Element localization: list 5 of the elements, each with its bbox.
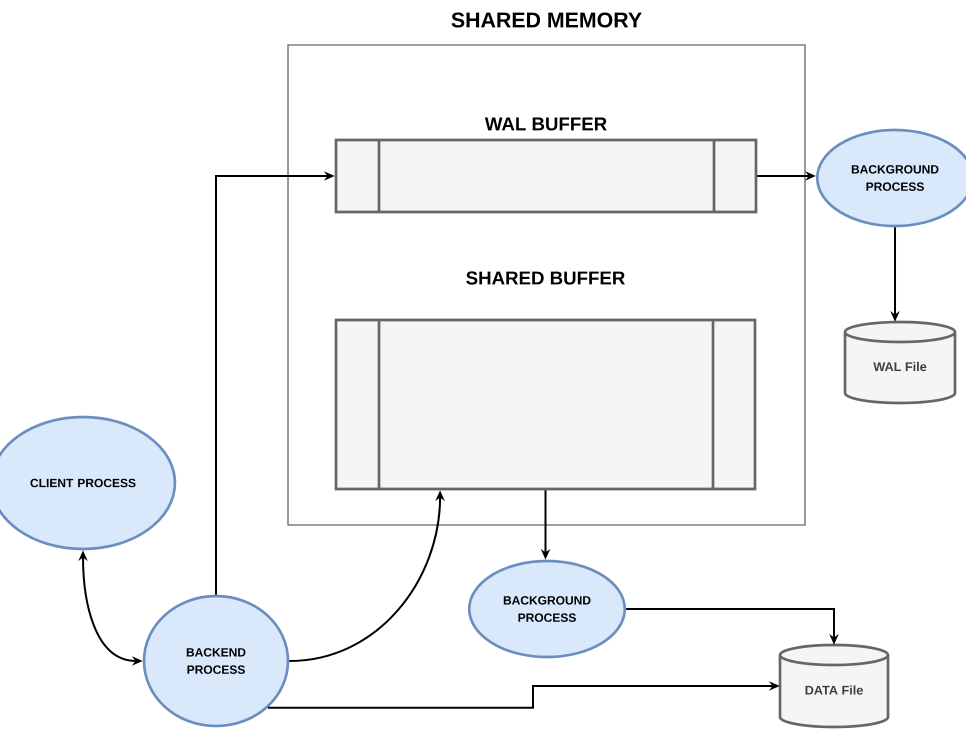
heading: SHARED MEMORY [452, 12, 642, 28]
file-cylinder: DATA File [778, 644, 890, 728]
heading: SHARED BUFFER [466, 271, 625, 285]
heading: WAL BUFFER [484, 118, 607, 131]
file-cylinder: WAL File [844, 320, 956, 404]
